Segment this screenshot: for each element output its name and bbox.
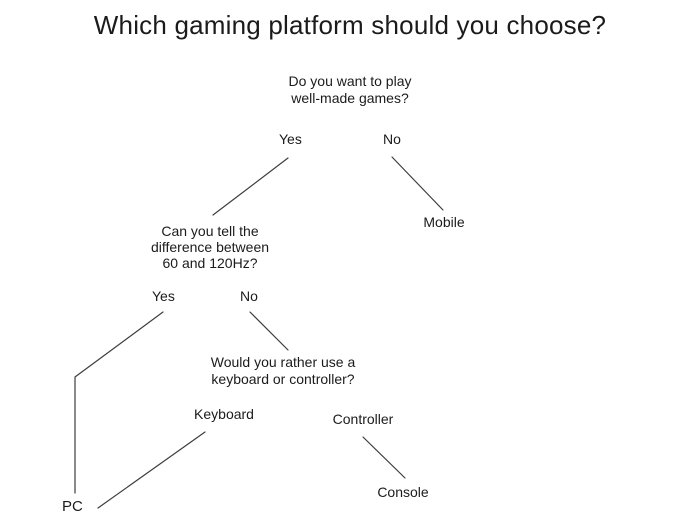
question-line: keyboard or controller? — [211, 371, 355, 387]
branch-label-q1-no: No — [383, 131, 401, 147]
branch-label-q2-yes: Yes — [152, 288, 175, 304]
question-well-made-games: Do you want to play well-made games? — [250, 73, 450, 107]
edge-controller-to-console — [362, 436, 406, 479]
edge-q1yes-to-q2 — [212, 157, 289, 216]
branch-label-q1-yes: Yes — [279, 131, 302, 147]
branch-label-controller: Controller — [332, 411, 394, 427]
page-title: Which gaming platform should you choose? — [93, 10, 607, 40]
edge-q2yes-to-pc — [74, 311, 164, 494]
question-line: Do you want to play — [288, 73, 412, 89]
edge-q1no-to-mobile — [391, 156, 444, 211]
edge-keyboard-to-pc — [97, 431, 206, 509]
outcome-pc: PC — [62, 498, 83, 515]
question-line: 60 and 120Hz? — [162, 255, 258, 271]
question-keyboard-or-controller: Would you rather use a keyboard or contr… — [183, 354, 383, 388]
edge-q2no-to-q3 — [249, 311, 289, 351]
question-line: well-made games? — [291, 90, 409, 106]
outcome-console: Console — [377, 484, 429, 500]
question-60-vs-120hz: Can you tell the difference between 60 a… — [130, 223, 290, 271]
question-line: difference between — [150, 239, 270, 255]
question-line: Can you tell the — [161, 223, 259, 239]
branch-label-q2-no: No — [240, 288, 258, 304]
outcome-mobile: Mobile — [423, 214, 465, 230]
question-line: Would you rather use a — [210, 354, 356, 370]
branch-label-keyboard: Keyboard — [194, 406, 254, 422]
